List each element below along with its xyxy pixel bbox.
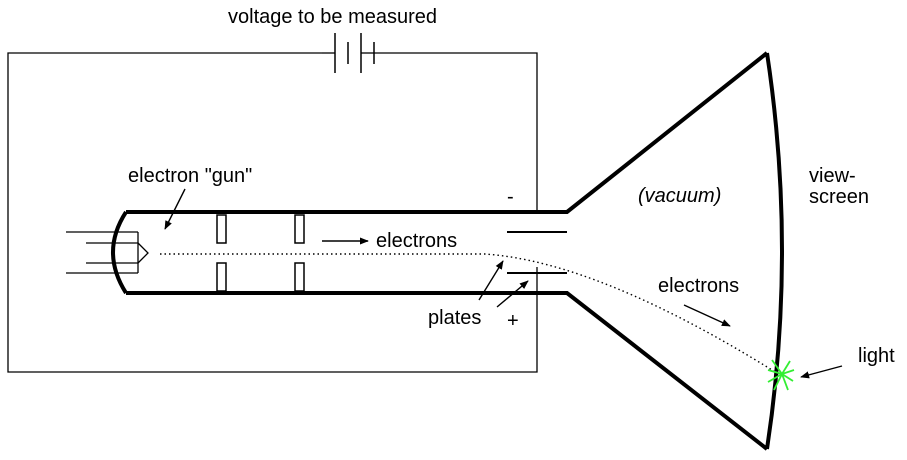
view-screen-label-line2: screen — [809, 186, 869, 208]
crt-envelope — [111, 51, 784, 451]
gun-arrow — [164, 188, 186, 230]
electrons-label: electrons — [376, 230, 457, 252]
view-screen-label-line1: view- — [809, 165, 856, 187]
anode — [294, 262, 305, 292]
circuit-wire — [374, 52, 538, 212]
beam-arrow — [683, 304, 731, 327]
electrons-beam-label: electrons — [658, 275, 739, 297]
voltage-label: voltage to be measured — [228, 6, 437, 28]
light-arrow — [800, 365, 843, 379]
tube-lower-wall — [126, 291, 769, 451]
positive-plate-label: + — [507, 310, 519, 332]
arrows — [164, 188, 843, 379]
measurement-circuit — [7, 52, 538, 373]
plates-arrow-top — [478, 260, 504, 301]
anode — [294, 214, 305, 244]
electron-gun — [66, 231, 149, 274]
circuit-wire — [7, 52, 538, 373]
anode — [216, 262, 227, 292]
vacuum-label: (vacuum) — [638, 185, 721, 207]
plates-label: plates — [428, 307, 481, 329]
anodes — [216, 214, 305, 292]
tube-rear-cap — [111, 210, 128, 295]
negative-plate-label: - — [507, 186, 514, 208]
light-label: light — [858, 345, 895, 367]
view-screen — [765, 52, 784, 450]
anode — [216, 214, 227, 244]
tube-upper-wall — [126, 51, 769, 214]
battery-icon — [334, 33, 375, 73]
electron-gun-label: electron "gun" — [128, 165, 252, 187]
deflection-plates — [507, 231, 567, 274]
plates-arrow-bottom — [496, 280, 529, 308]
light-spot — [767, 359, 795, 391]
